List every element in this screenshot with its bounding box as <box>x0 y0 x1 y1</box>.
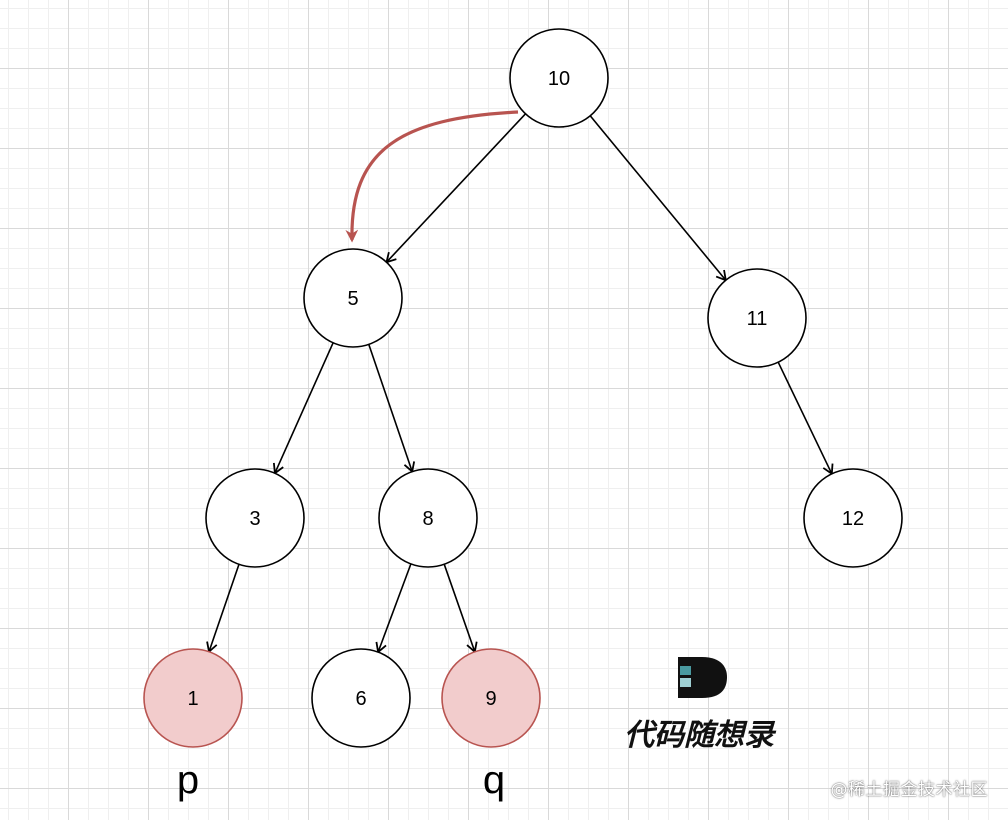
tree-node-3: 3 <box>205 468 305 568</box>
node-circle <box>509 28 609 128</box>
edge-n8-n6 <box>378 563 412 652</box>
node-label: 5 <box>347 288 358 310</box>
edge-n10-n11 <box>589 115 726 280</box>
edge-n3-n1 <box>209 564 240 651</box>
tree-node-9: 9 <box>441 648 541 748</box>
edge-n11-n12 <box>777 361 832 474</box>
node-label: 6 <box>355 688 366 710</box>
tree-node-6: 6 <box>311 648 411 748</box>
q-marker: q <box>483 758 505 802</box>
node-label: 10 <box>548 68 570 90</box>
tree-node-12: 12 <box>803 468 903 568</box>
tree-node-10: 10 <box>509 28 609 128</box>
edge-n5-n3 <box>275 342 334 473</box>
tree-edges <box>209 113 832 652</box>
brand-logo-text: 代码随想录 <box>624 718 777 753</box>
logo-mark-bowl <box>696 657 727 698</box>
brand-logo: 代码随想录 <box>624 657 777 753</box>
node-label: 12 <box>842 508 864 530</box>
p-marker: p <box>177 758 199 802</box>
node-circle <box>303 248 403 348</box>
watermark: @稀土掘金技术社区 <box>830 780 988 800</box>
node-circle <box>311 648 411 748</box>
logo-mark-accent-light <box>680 678 691 687</box>
logo-mark-accent <box>680 666 691 675</box>
edge-n5-n8 <box>368 344 412 471</box>
node-label: 3 <box>249 508 260 530</box>
tree-node-1: 1 <box>143 648 243 748</box>
node-circle <box>803 468 903 568</box>
tree-node-8: 8 <box>378 468 478 568</box>
node-label: 1 <box>187 688 198 710</box>
node-label: 8 <box>422 508 433 530</box>
tree-node-11: 11 <box>707 268 807 368</box>
node-circle <box>441 648 541 748</box>
tree-node-5: 5 <box>303 248 403 348</box>
edge-n8-n9 <box>443 563 475 652</box>
traversal-arrow <box>345 110 519 243</box>
logo-mark-stem <box>678 657 696 698</box>
node-circle <box>143 648 243 748</box>
node-circle <box>205 468 305 568</box>
edge-n10-n5 <box>387 113 527 262</box>
node-label: 11 <box>747 308 768 330</box>
node-circle <box>378 468 478 568</box>
node-label: 9 <box>485 688 496 710</box>
node-circle <box>707 268 807 368</box>
